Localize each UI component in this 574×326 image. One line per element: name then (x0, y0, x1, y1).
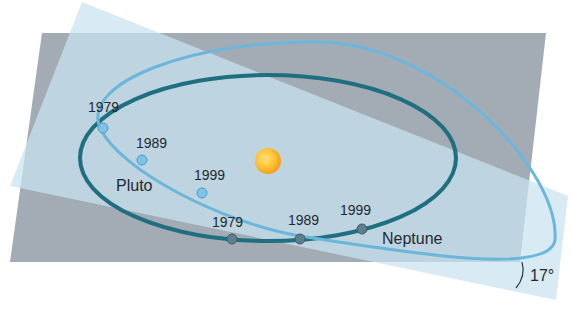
angle-arc (516, 262, 523, 288)
year-label: 1999 (194, 168, 225, 182)
neptune-positions (227, 224, 367, 244)
angle-label: 17° (530, 268, 554, 284)
neptune-orbit (80, 75, 456, 241)
year-label: 1979 (88, 100, 119, 114)
sun (255, 148, 281, 174)
year-label: 1989 (136, 136, 167, 150)
pluto-positions (98, 123, 207, 198)
year-label: 1979 (212, 215, 243, 229)
pluto-plane (10, 2, 568, 300)
year-label: 1989 (288, 213, 319, 227)
planet-name: Neptune (382, 231, 443, 247)
year-label: 1999 (340, 203, 371, 217)
pluto-orbit (98, 42, 555, 259)
planet-name: Pluto (116, 178, 152, 194)
